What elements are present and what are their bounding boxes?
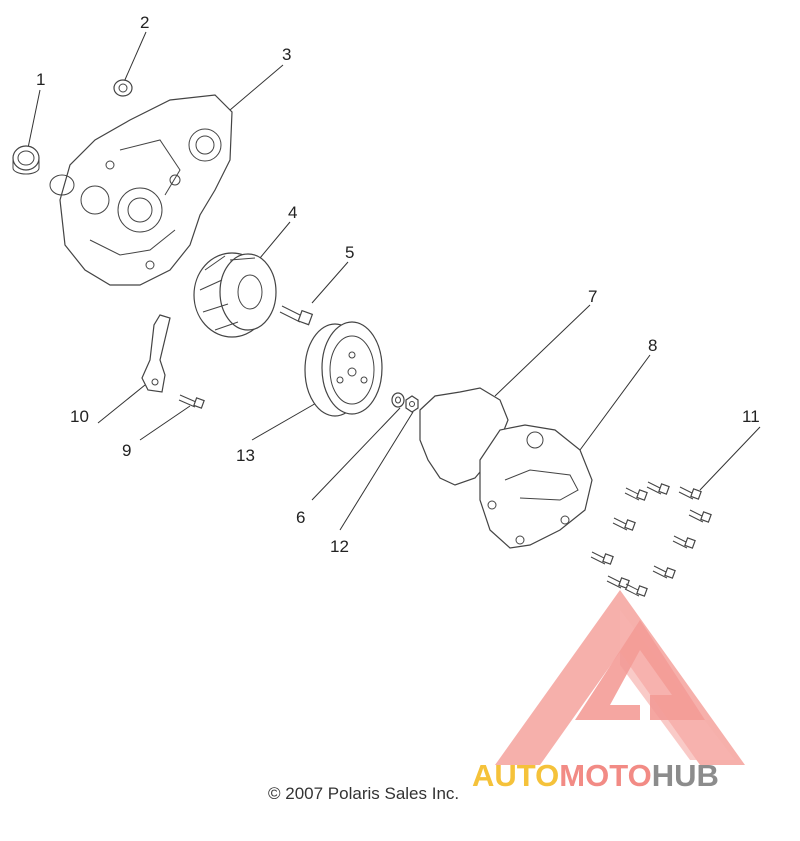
callout-8: 8 [648, 336, 657, 355]
part-bolt-5 [279, 305, 314, 326]
callout-labels: 1 2 3 4 5 6 7 8 9 10 11 12 13 [36, 13, 760, 556]
part-stator [193, 252, 277, 338]
leader-lines [27, 31, 761, 531]
part-bolt-9 [178, 394, 205, 409]
watermark-logo-icon [495, 590, 745, 765]
copyright-text: © 2007 Polaris Sales Inc. [268, 784, 460, 803]
part-bracket [141, 314, 171, 393]
watermark-text: AUTOMOTOHUB [472, 758, 719, 794]
part-crankcase [49, 94, 233, 286]
part-flywheel [304, 321, 383, 417]
part-washer [391, 392, 405, 408]
callout-5: 5 [345, 243, 354, 262]
watermark-text-moto: MOTO [559, 758, 652, 793]
callout-13: 13 [236, 446, 255, 465]
watermark-text-hub: HUB [651, 758, 719, 793]
callout-1: 1 [36, 70, 45, 89]
watermark-text-auto: AUTO [472, 758, 560, 793]
callout-2: 2 [140, 13, 149, 32]
callout-4: 4 [288, 203, 297, 222]
callout-6: 6 [296, 508, 305, 527]
part-seal-ring [12, 145, 40, 175]
callout-9: 9 [122, 441, 131, 460]
part-bearing [113, 79, 133, 97]
callout-10: 10 [70, 407, 89, 426]
part-nut [405, 395, 419, 413]
callout-7: 7 [588, 287, 597, 306]
callout-11: 11 [742, 407, 760, 426]
callout-3: 3 [282, 45, 291, 64]
callout-12: 12 [330, 537, 349, 556]
part-cover [479, 424, 593, 549]
part-bolt-set-11 [590, 481, 712, 597]
